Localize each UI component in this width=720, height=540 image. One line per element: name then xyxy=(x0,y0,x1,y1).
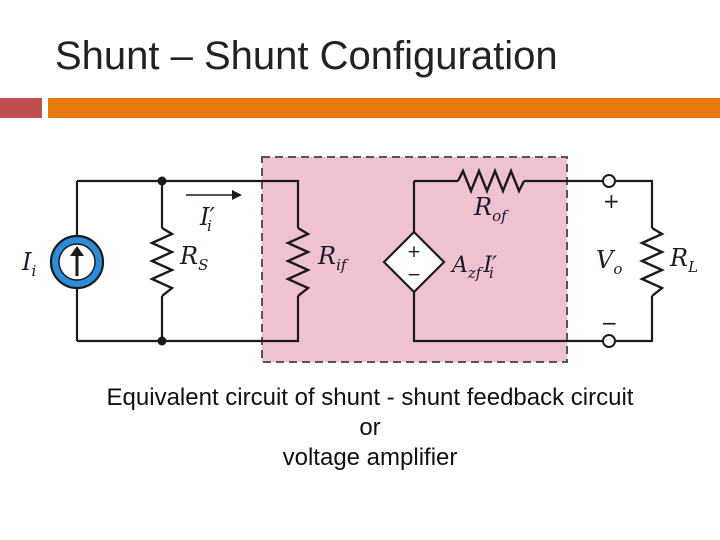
output-terminal-top-icon xyxy=(602,174,616,188)
label-input-resistance: Rif xyxy=(317,242,349,274)
label-output-resistance: Rof xyxy=(473,193,509,225)
output-plus-sign: + xyxy=(603,189,620,213)
label-dependent-source: AzfI′i xyxy=(450,253,497,282)
slide-title: Shunt – Shunt Configuration xyxy=(55,34,558,78)
current-source-icon xyxy=(49,234,105,290)
junction-dot-icon xyxy=(157,336,167,346)
caption-line: Equivalent circuit of shunt - shunt feed… xyxy=(106,384,634,411)
label-source-current: Ii xyxy=(21,248,36,280)
dependent-voltage-source-icon: + − xyxy=(382,230,446,294)
circuit-wires xyxy=(75,179,654,343)
source-minus-sign: − xyxy=(407,265,421,285)
rof-resistor-icon xyxy=(456,167,526,195)
title-accent-bar-left xyxy=(0,98,42,118)
caption-line: or xyxy=(359,414,381,441)
junction-dot-icon xyxy=(157,176,167,186)
label-load-resistance: RL xyxy=(669,244,698,276)
rs-resistor-icon xyxy=(149,226,175,297)
source-plus-sign: + xyxy=(407,242,421,262)
title-accent-bar-right xyxy=(48,98,720,118)
input-current-arrow-icon xyxy=(186,190,242,200)
label-input-current: I′i xyxy=(199,203,215,235)
label-output-voltage: Vo xyxy=(596,246,622,278)
output-terminal-bottom-icon xyxy=(602,334,616,348)
figure-caption: Equivalent circuit of shunt - shunt feed… xyxy=(40,383,700,473)
caption-line: voltage amplifier xyxy=(282,444,458,471)
label-source-resistance: RS xyxy=(179,242,208,274)
circuit-diagram: + − Ii I′i RS Rif Rof AzfI′i Vo RL + − xyxy=(21,156,698,363)
rl-resistor-icon xyxy=(639,226,665,297)
rif-resistor-icon xyxy=(285,226,311,297)
output-minus-sign: − xyxy=(601,311,618,335)
